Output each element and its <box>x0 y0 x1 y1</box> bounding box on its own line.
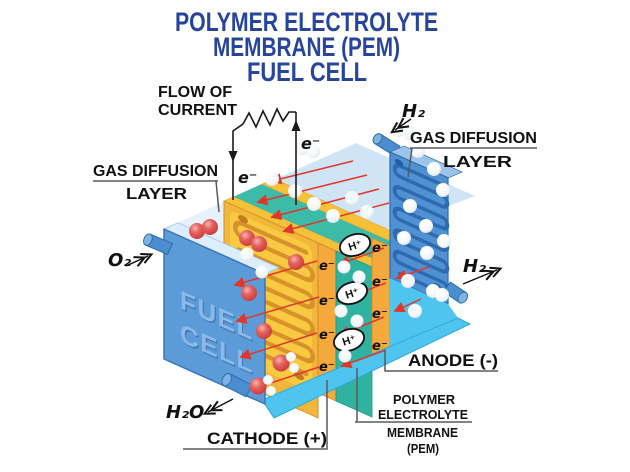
proton-badge: H⁺ <box>336 281 368 305</box>
h2-outlet-arrow <box>462 266 503 285</box>
gdl-right-leader <box>407 147 537 178</box>
electron-label: e⁻ <box>319 360 335 375</box>
proton-label: H⁺ <box>341 333 358 349</box>
gdl-left-leader <box>93 180 220 213</box>
hydrogen-outlet-pipe <box>442 281 469 304</box>
gdl-right-label-line2: LAYER <box>443 154 512 171</box>
current-arrow-down <box>228 151 238 162</box>
anode-label: ANODE (-) <box>408 352 498 370</box>
water-outlet-pipe <box>221 373 253 398</box>
proton-label: H⁺ <box>347 238 364 254</box>
catalyst-electron-labels: e⁻ e⁻ e⁻ e⁻ e⁻ e⁻ e⁻ e⁻ <box>319 241 388 375</box>
gdl-left-label-line2: LAYER <box>126 186 187 203</box>
cathode-leader <box>183 380 328 450</box>
o2-inlet-label: O₂ <box>108 250 131 271</box>
electron-label: e⁻ <box>319 259 335 274</box>
cell-base <box>261 278 472 419</box>
resistor-icon <box>242 107 296 129</box>
gdl-port-top <box>394 159 404 167</box>
h2o-outlet-arrow <box>202 398 234 415</box>
h2-inlet-label: H₂ <box>402 101 425 122</box>
pem-leader <box>355 368 472 423</box>
pem-label-line3: MEMBRANE <box>387 425 458 440</box>
pem-label-line4: (PEM) <box>407 441 439 456</box>
electron-label: e⁻ <box>372 275 388 290</box>
title: POLYMER ELECTROLYTE MEMBRANE (PEM) FUEL … <box>175 7 438 87</box>
electron-label: e⁻ <box>372 307 388 322</box>
cathode-label: CATHODE (+) <box>207 430 327 448</box>
electron-label-circuit-right: e⁻ <box>301 134 320 153</box>
page-title-line1: POLYMER ELECTROLYTE <box>175 7 438 37</box>
water-molecules <box>249 352 299 396</box>
gdl-left-label-line1: GAS DIFFUSION <box>93 163 218 180</box>
flow-of-current-line2: CURRENT <box>158 102 238 119</box>
electron-label: e⁻ <box>372 339 388 354</box>
anode-leader <box>384 350 498 372</box>
leader-lines <box>93 147 537 450</box>
oxygen-molecules <box>189 219 304 339</box>
h2-outlet-label: H₂ <box>463 256 486 277</box>
front-plate-face <box>163 228 266 405</box>
o2-inlet-arrow <box>125 253 154 267</box>
page-title-line2: MEMBRANE (PEM) <box>213 32 400 62</box>
proton-badge: H⁺ <box>339 233 371 257</box>
flow-of-current-line1: FLOW OF <box>158 84 232 101</box>
pem-label-line2: ELECTROLYTE <box>378 407 468 422</box>
page-title-line3: FUEL CELL <box>247 57 367 87</box>
h2o-outlet-label: H₂O <box>166 402 204 423</box>
proton-badge: H⁺ <box>333 328 365 352</box>
flow-port-top <box>238 215 248 224</box>
gdl-right-label-line1: GAS DIFFUSION <box>410 130 537 147</box>
circuit-wire-left <box>232 123 244 200</box>
proton-badges: H⁺ H⁺ H⁺ <box>333 233 371 352</box>
oxygen-inlet-pipe <box>143 233 174 256</box>
h2-inlet-arrow <box>390 117 412 134</box>
pem-label-line1: POLYMER <box>393 392 456 407</box>
gas-flow-annotations: O₂ H₂ H₂ H₂O <box>108 101 503 423</box>
current-arrow-up <box>291 120 301 131</box>
fuel-cell-front-plate: FUEL FUEL CELL CELL <box>163 222 280 405</box>
electron-label: e⁻ <box>319 328 335 343</box>
electron-label-circuit-left: e⁻ <box>238 168 257 187</box>
proton-label: H⁺ <box>344 286 361 302</box>
electron-label: e⁻ <box>319 294 335 309</box>
external-circuit: e⁻ e⁻ <box>228 107 320 205</box>
electron-label: e⁻ <box>372 241 388 256</box>
